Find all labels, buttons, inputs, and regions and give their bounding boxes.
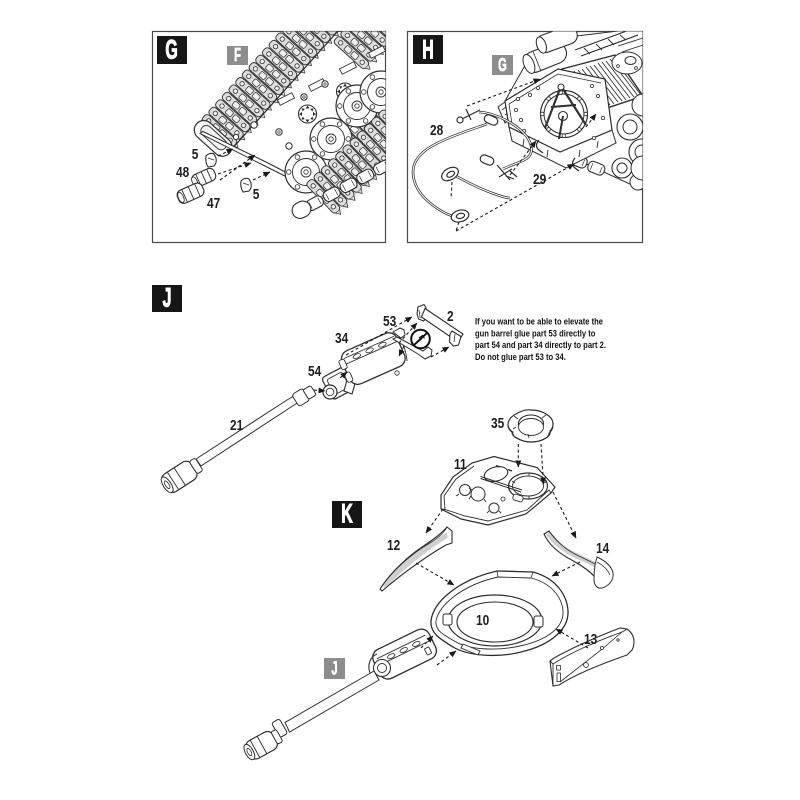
svg-text:H: H [422,34,433,64]
svg-text:5: 5 [192,146,199,162]
svg-text:47: 47 [207,195,220,211]
svg-text:5: 5 [253,186,260,202]
svg-text:12: 12 [387,537,400,553]
svg-text:11: 11 [454,456,467,472]
svg-text:54: 54 [308,363,322,379]
svg-text:35: 35 [491,415,504,431]
svg-text:If you want to be able to elev: If you want to be able to elevate the [475,317,603,327]
svg-text:14: 14 [596,540,610,556]
svg-text:10: 10 [476,612,489,628]
svg-text:G: G [498,55,507,76]
svg-text:J: J [331,659,337,680]
svg-text:13: 13 [584,631,597,647]
svg-text:Do not glue part 53 to 34.: Do not glue part 53 to 34. [475,353,566,363]
svg-text:gun barrel glue part 53 direct: gun barrel glue part 53 directly to [475,329,595,339]
svg-text:2: 2 [447,308,454,324]
svg-text:J: J [163,282,172,312]
svg-text:28: 28 [430,122,443,138]
svg-text:K: K [341,498,353,528]
svg-text:21: 21 [230,417,243,433]
svg-text:29: 29 [533,171,546,187]
svg-text:53: 53 [383,313,396,329]
svg-text:34: 34 [335,330,349,346]
svg-text:part 54 and part 34 directly t: part 54 and part 34 directly to part 2. [475,341,606,351]
svg-text:F: F [234,45,241,66]
svg-text:G: G [165,34,177,64]
svg-text:48: 48 [176,164,189,180]
